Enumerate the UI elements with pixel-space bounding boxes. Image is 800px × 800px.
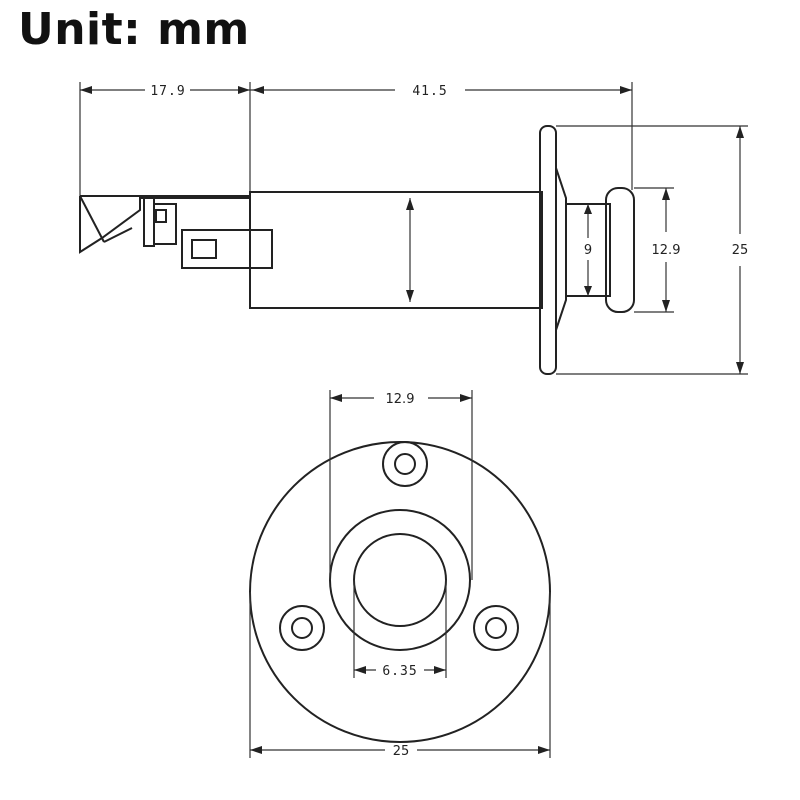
arrow-left: [80, 86, 92, 94]
terminal-diag: [79, 195, 105, 243]
jack-hole: [353, 533, 447, 627]
unit-title: Unit: mm: [18, 4, 250, 55]
arrow-left: [330, 394, 342, 402]
dim-label-flange-diameter: 25: [732, 243, 749, 258]
arrow-left: [250, 746, 262, 754]
arrow-up: [406, 198, 414, 210]
arrow-down: [584, 286, 592, 296]
terminal-slot: [155, 209, 167, 223]
arrow-right: [620, 86, 632, 94]
arrow-down: [406, 290, 414, 302]
dim-label-barrel-length: 41.5: [412, 84, 447, 99]
arrow-right: [538, 746, 550, 754]
arrow-left: [354, 666, 366, 674]
arrow-up: [584, 204, 592, 214]
front-view: 12.9 6.35 25: [249, 390, 551, 759]
arrow-right: [238, 86, 250, 94]
dim-label-jack-hole: 6.35: [382, 664, 417, 679]
screw-hole-left: [279, 605, 325, 651]
dim-label-nut-diameter: 12.9: [652, 243, 681, 258]
nut-ring: [329, 509, 471, 651]
flange: [539, 125, 557, 375]
screw-hole-left-inner: [291, 617, 313, 639]
arrow-right: [434, 666, 446, 674]
dim-label-front-nut: 12.9: [386, 392, 415, 407]
screw-hole-top: [382, 441, 428, 487]
solder-lug-hole: [191, 239, 217, 259]
flange-taper: [555, 167, 567, 331]
solder-lug: [181, 229, 273, 269]
front-nut: [605, 187, 635, 313]
arrow-up: [736, 126, 744, 138]
arrow-down: [736, 362, 744, 374]
arrow-right: [460, 394, 472, 402]
barrel-body: [249, 191, 543, 309]
dim-label-plate-diameter: 25: [393, 744, 410, 759]
terminal-block: [153, 203, 177, 245]
dim-label-barrel-height: 9: [584, 243, 592, 258]
arrow-down: [662, 300, 670, 312]
dim-label-back-length: 17.9: [150, 84, 185, 99]
screw-hole-right-inner: [485, 617, 507, 639]
terminal-post: [143, 197, 155, 247]
terminal-diag-2: [103, 227, 133, 243]
side-view: 17.9 41.5: [79, 82, 749, 375]
arrow-up: [662, 188, 670, 200]
plate-outline: [249, 441, 551, 743]
terminal-bracket: [79, 195, 141, 254]
arrow-left: [252, 86, 264, 94]
screw-hole-right: [473, 605, 519, 651]
screw-hole-top-inner: [394, 453, 416, 475]
